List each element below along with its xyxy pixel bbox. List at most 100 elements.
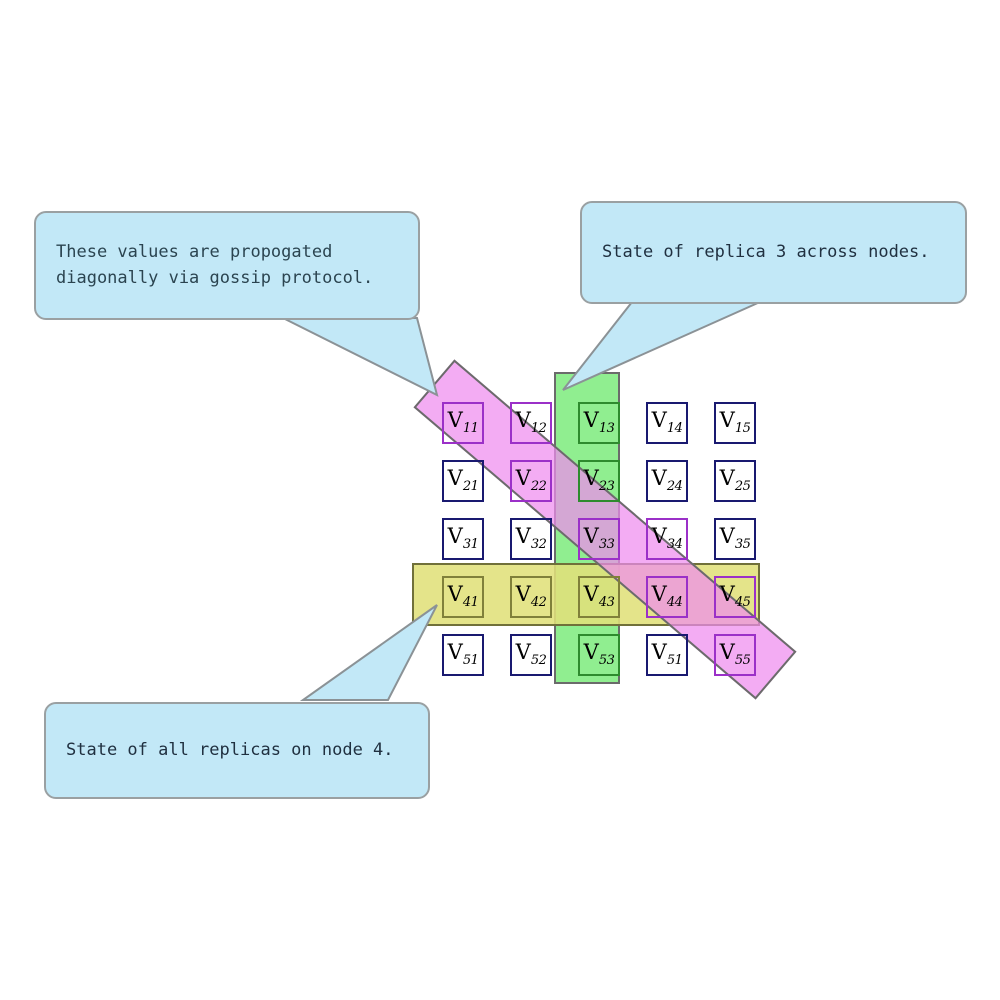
value-cell-v51[interactable]: V51 — [646, 634, 688, 676]
value-cell-subscript: 24 — [666, 479, 683, 495]
value-cell-subscript: 33 — [598, 537, 615, 553]
value-cell-label: V55 — [719, 640, 751, 669]
value-cell-label: V41 — [447, 582, 479, 611]
value-cell-subscript: 22 — [530, 479, 547, 495]
value-cell-subscript: 32 — [530, 537, 547, 553]
value-cell-label: V13 — [583, 408, 615, 437]
value-cell-label: V51 — [447, 640, 479, 669]
value-cell-v41[interactable]: V41 — [442, 576, 484, 618]
grid-row: V31 V32 V33 V34 V35 — [429, 510, 769, 568]
value-cell-subscript: 45 — [734, 595, 751, 611]
value-cell-subscript: 35 — [734, 537, 751, 553]
grid-cell-slot: V21 — [429, 452, 497, 510]
grid-cell-slot: V44 — [633, 568, 701, 626]
value-cell-v12[interactable]: V12 — [510, 402, 552, 444]
value-cell-v45[interactable]: V45 — [714, 576, 756, 618]
grid-cell-slot: V52 — [497, 626, 565, 684]
value-cell-subscript: 34 — [666, 537, 683, 553]
value-cell-label: V22 — [515, 466, 547, 495]
value-cell-v33[interactable]: V33 — [578, 518, 620, 560]
value-cell-label: V34 — [651, 524, 683, 553]
value-cell-v31[interactable]: V31 — [442, 518, 484, 560]
value-cell-label: V14 — [651, 408, 683, 437]
value-cell-label: V32 — [515, 524, 547, 553]
value-cell-subscript: 12 — [530, 421, 547, 437]
value-cell-subscript: 44 — [666, 595, 683, 611]
grid-cell-slot: V33 — [565, 510, 633, 568]
value-cell-label: V23 — [583, 466, 615, 495]
value-cell-v11[interactable]: V11 — [442, 402, 484, 444]
value-cell-subscript: 42 — [530, 595, 547, 611]
value-cell-v15[interactable]: V15 — [714, 402, 756, 444]
value-cell-label: V35 — [719, 524, 751, 553]
grid-cell-slot: V35 — [701, 510, 769, 568]
grid-cell-slot: V53 — [565, 626, 633, 684]
grid-cell-slot: V43 — [565, 568, 633, 626]
value-cell-v44[interactable]: V44 — [646, 576, 688, 618]
value-cell-label: V44 — [651, 582, 683, 611]
grid-cell-slot: V11 — [429, 394, 497, 452]
value-cell-v53[interactable]: V53 — [578, 634, 620, 676]
value-cell-v23[interactable]: V23 — [578, 460, 620, 502]
grid-cell-slot: V55 — [701, 626, 769, 684]
value-cell-v42[interactable]: V42 — [510, 576, 552, 618]
value-cell-v14[interactable]: V14 — [646, 402, 688, 444]
value-cell-subscript: 15 — [734, 421, 751, 437]
value-cell-v51[interactable]: V51 — [442, 634, 484, 676]
grid-cell-slot: V12 — [497, 394, 565, 452]
value-cell-v55[interactable]: V55 — [714, 634, 756, 676]
value-cell-v25[interactable]: V25 — [714, 460, 756, 502]
grid-row: V51 V52 V53 V51 V55 — [429, 626, 769, 684]
value-cell-label: V12 — [515, 408, 547, 437]
value-cell-v32[interactable]: V32 — [510, 518, 552, 560]
grid-row: V21 V22 V23 V24 V25 — [429, 452, 769, 510]
value-cell-subscript: 51 — [666, 653, 683, 669]
callout-node4-text: State of all replicas on node 4. — [66, 739, 394, 760]
grid-cell-slot: V13 — [565, 394, 633, 452]
value-cell-v35[interactable]: V35 — [714, 518, 756, 560]
value-cell-v22[interactable]: V22 — [510, 460, 552, 502]
value-cell-label: V45 — [719, 582, 751, 611]
grid-row: V41 V42 V43 V44 V45 — [429, 568, 769, 626]
value-cell-subscript: 11 — [462, 421, 479, 437]
callout-replica3-text: State of replica 3 across nodes. — [602, 241, 930, 262]
value-cell-subscript: 13 — [598, 421, 615, 437]
grid-cell-slot: V31 — [429, 510, 497, 568]
value-cell-v21[interactable]: V21 — [442, 460, 484, 502]
grid-cell-slot: V51 — [429, 626, 497, 684]
value-cell-label: V52 — [515, 640, 547, 669]
grid-cell-slot: V32 — [497, 510, 565, 568]
grid-cell-slot: V22 — [497, 452, 565, 510]
grid-cell-slot: V34 — [633, 510, 701, 568]
value-cell-subscript: 53 — [598, 653, 615, 669]
grid-cell-slot: V14 — [633, 394, 701, 452]
callout-gossip-text: These values are propogated diagonally v… — [56, 242, 374, 288]
grid-cell-slot: V41 — [429, 568, 497, 626]
grid-cell-slot: V25 — [701, 452, 769, 510]
grid-cell-slot: V51 — [633, 626, 701, 684]
value-cell-label: V42 — [515, 582, 547, 611]
callout-gossip[interactable]: These values are propogated diagonally v… — [34, 211, 420, 320]
value-cell-subscript: 14 — [666, 421, 683, 437]
value-cell-label: V24 — [651, 466, 683, 495]
value-cell-subscript: 55 — [734, 653, 751, 669]
callout-node4[interactable]: State of all replicas on node 4. — [44, 702, 430, 799]
value-cell-label: V51 — [651, 640, 683, 669]
grid-cell-slot: V23 — [565, 452, 633, 510]
value-cell-label: V53 — [583, 640, 615, 669]
callout-replica3[interactable]: State of replica 3 across nodes. — [580, 201, 967, 304]
value-cell-v13[interactable]: V13 — [578, 402, 620, 444]
grid-cell-slot: V24 — [633, 452, 701, 510]
value-cell-label: V25 — [719, 466, 751, 495]
value-cell-v34[interactable]: V34 — [646, 518, 688, 560]
value-cell-v43[interactable]: V43 — [578, 576, 620, 618]
value-cell-v52[interactable]: V52 — [510, 634, 552, 676]
value-cell-label: V11 — [447, 408, 479, 437]
value-cell-label: V21 — [447, 466, 479, 495]
value-cell-label: V33 — [583, 524, 615, 553]
grid-cell-slot: V45 — [701, 568, 769, 626]
value-cell-v24[interactable]: V24 — [646, 460, 688, 502]
value-cell-label: V31 — [447, 524, 479, 553]
